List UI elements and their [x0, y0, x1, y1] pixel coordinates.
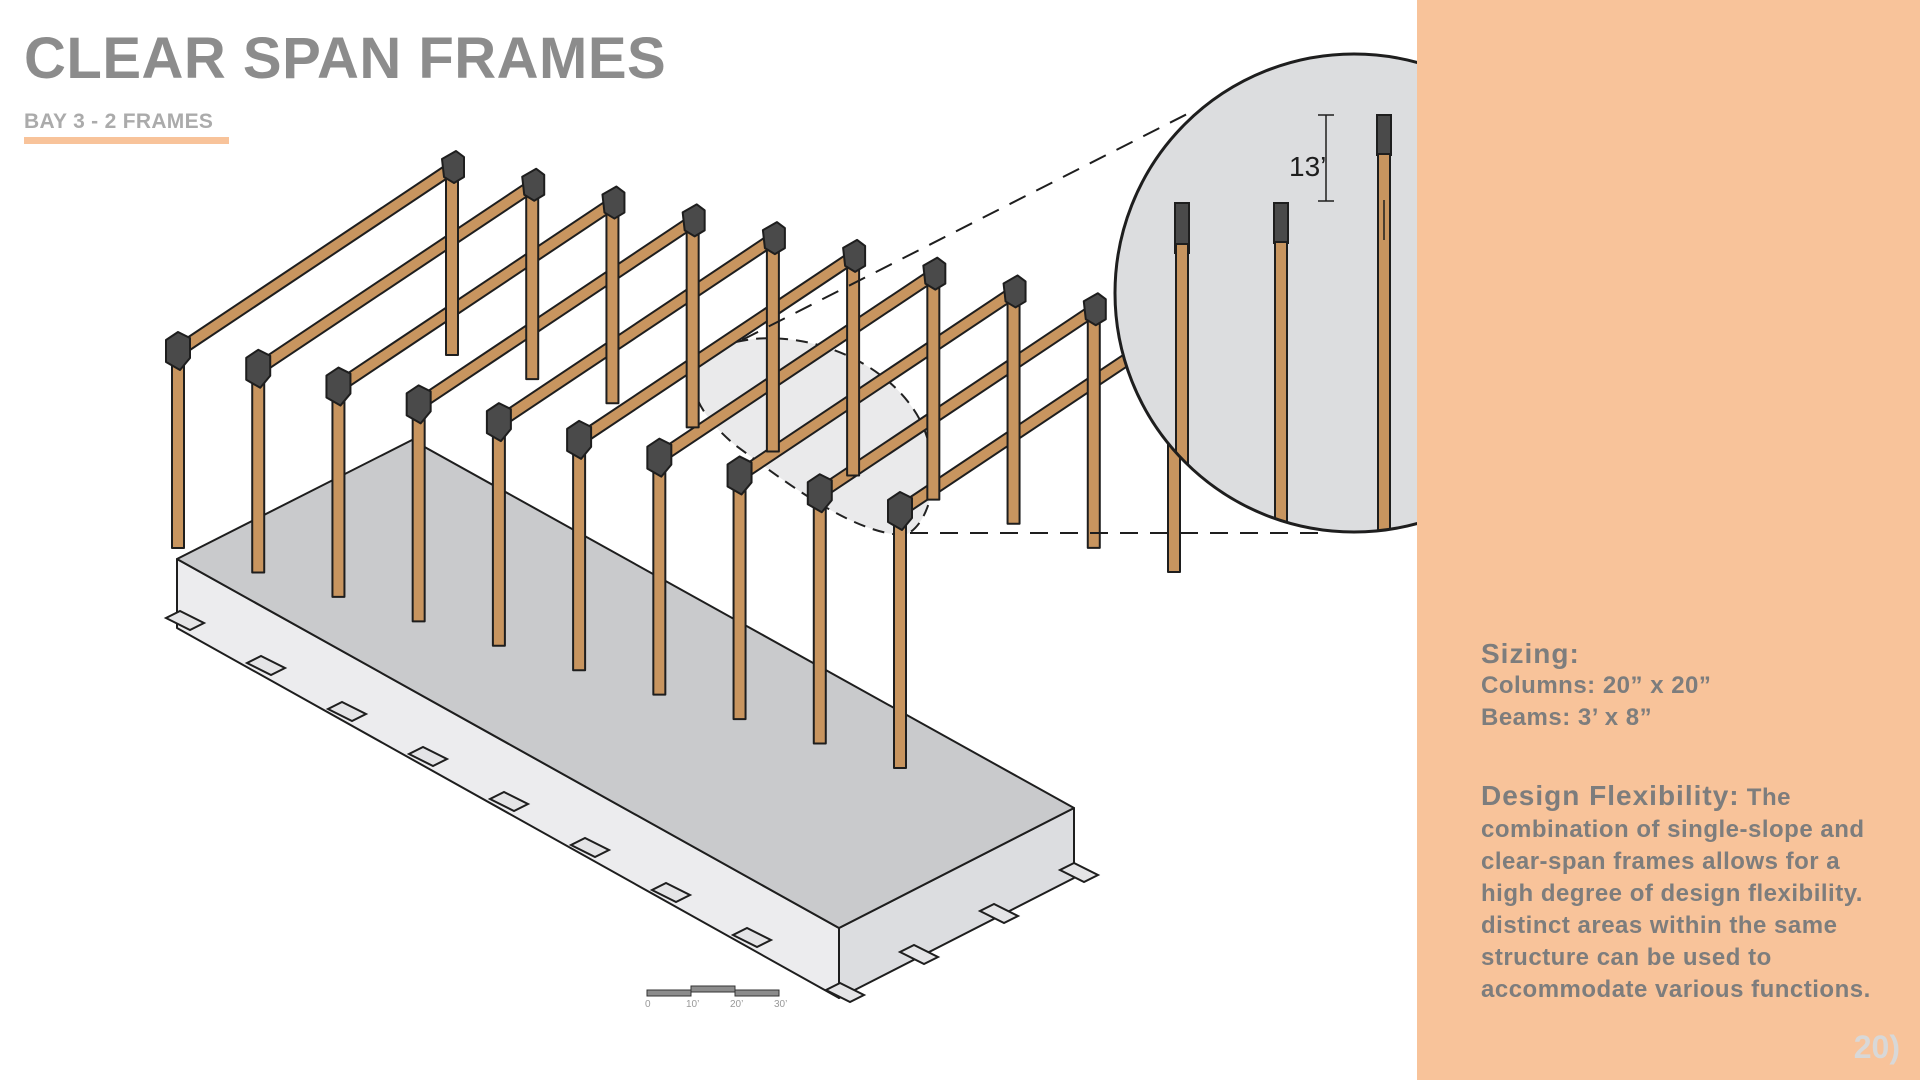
- footing-pad: [1057, 861, 1101, 884]
- beams-size: Beams: 3’ x 8”: [1481, 704, 1653, 731]
- page-title: CLEAR SPAN FRAMES: [24, 26, 667, 91]
- frame-back-column: [765, 235, 780, 453]
- frame-front-column: [893, 507, 907, 769]
- frame-back-joint: [1082, 292, 1107, 327]
- scale-label-0: 0: [645, 999, 651, 1010]
- portal-frame: [646, 256, 947, 696]
- frame-front-column: [812, 489, 827, 745]
- callout-leader-top: [741, 109, 1196, 341]
- info-sidebar: [1417, 0, 1920, 1080]
- frame-front-joint: [887, 491, 913, 531]
- footing-pad: [823, 981, 867, 1004]
- flexibility-body: The combination of single-slope and clea…: [1481, 784, 1871, 1003]
- frame-back-column: [445, 164, 459, 356]
- footing-pads: [163, 609, 1101, 1004]
- frame-front-column: [491, 418, 506, 647]
- footing-pad: [897, 943, 941, 966]
- footing-pad: [487, 790, 531, 813]
- scale-bar: 0 10’ 20’ 30’: [645, 985, 787, 1010]
- subtitle-underline: [24, 137, 229, 144]
- flexibility-section: Design Flexibility: The combination of s…: [1481, 780, 1891, 1006]
- scale-label-10: 10’: [686, 999, 699, 1010]
- magnifier-callout: 13’: [1113, 52, 1417, 534]
- frame-front-joint: [566, 419, 593, 460]
- foundation-slab: [176, 439, 1075, 999]
- frame-back-joint: [761, 221, 786, 256]
- scale-label-20: 20’: [730, 999, 743, 1010]
- portal-frame: [806, 292, 1107, 745]
- frame-back-joint: [441, 150, 465, 184]
- frame-front-column: [732, 471, 747, 721]
- footing-pad: [977, 902, 1021, 925]
- footing-pad: [730, 926, 774, 949]
- magnifier-ring: [1113, 52, 1417, 534]
- frame-front-column: [251, 364, 266, 574]
- footing-pad: [649, 881, 693, 904]
- frame-front-joint: [245, 348, 272, 389]
- flexibility-heading: Design Flexibility:: [1481, 780, 1740, 811]
- frame-back-joint: [681, 203, 706, 238]
- portal-frame: [726, 274, 1027, 721]
- frame-back-column: [685, 217, 700, 429]
- frame-front-column: [331, 382, 346, 598]
- portal-frame: [405, 203, 706, 623]
- page-subtitle: BAY 3 - 2 FRAMES: [24, 110, 214, 133]
- frame-back-column: [1006, 288, 1021, 525]
- frame-back-column: [525, 181, 540, 381]
- frame-front-joint: [325, 366, 352, 407]
- frame-front-joint: [485, 402, 512, 443]
- sizing-heading: Sizing:: [1481, 638, 1580, 669]
- frame-front-joint: [405, 384, 432, 425]
- magnifier-background: [1115, 54, 1417, 532]
- frame-back-joint: [842, 238, 867, 273]
- portal-frame: [325, 185, 626, 598]
- portal-frame: [245, 167, 546, 574]
- columns-size: Columns: 20” x 20”: [1481, 672, 1712, 699]
- frame-back-column: [605, 199, 620, 405]
- frame-back-column: [926, 270, 941, 501]
- portal-frame: [165, 150, 465, 549]
- footing-pad: [325, 700, 369, 723]
- frame-diagram: 13’ 0 10’ 20’ 30’: [163, 52, 1417, 1010]
- frame-front-column: [572, 435, 587, 672]
- frame-front-joint: [726, 455, 753, 496]
- frame-back-column: [1086, 306, 1101, 549]
- frame-front-joint: [806, 473, 833, 514]
- scale-label-30: 30’: [774, 999, 787, 1010]
- detail-column-tall-1: [1376, 114, 1392, 532]
- footing-pad: [163, 609, 207, 632]
- frame-back-joint: [601, 185, 626, 220]
- footing-pad: [568, 836, 612, 859]
- frame-front-column: [652, 453, 667, 696]
- info-text: Sizing: Columns: 20” x 20” Beams: 3’ x 8…: [1481, 638, 1891, 1006]
- portal-frame: [485, 221, 786, 647]
- page-number: 20): [1853, 1029, 1900, 1065]
- footing-pad: [406, 745, 450, 768]
- frame-front-joint: [165, 331, 191, 371]
- frame-front-column: [411, 400, 426, 623]
- footing-pad: [244, 654, 288, 677]
- frame-back-joint: [922, 256, 947, 291]
- frame-back-joint: [521, 167, 546, 202]
- frame-back-joint: [1002, 274, 1027, 309]
- dimension-marker: [1318, 114, 1334, 202]
- portal-frame: [566, 238, 867, 672]
- frame-front-column: [171, 347, 185, 549]
- frames-group: [165, 150, 1187, 769]
- dimension-label: 13’: [1289, 151, 1326, 182]
- frame-back-column: [846, 252, 861, 477]
- frame-front-joint: [646, 437, 673, 478]
- detail-column-short-2: [1273, 202, 1289, 532]
